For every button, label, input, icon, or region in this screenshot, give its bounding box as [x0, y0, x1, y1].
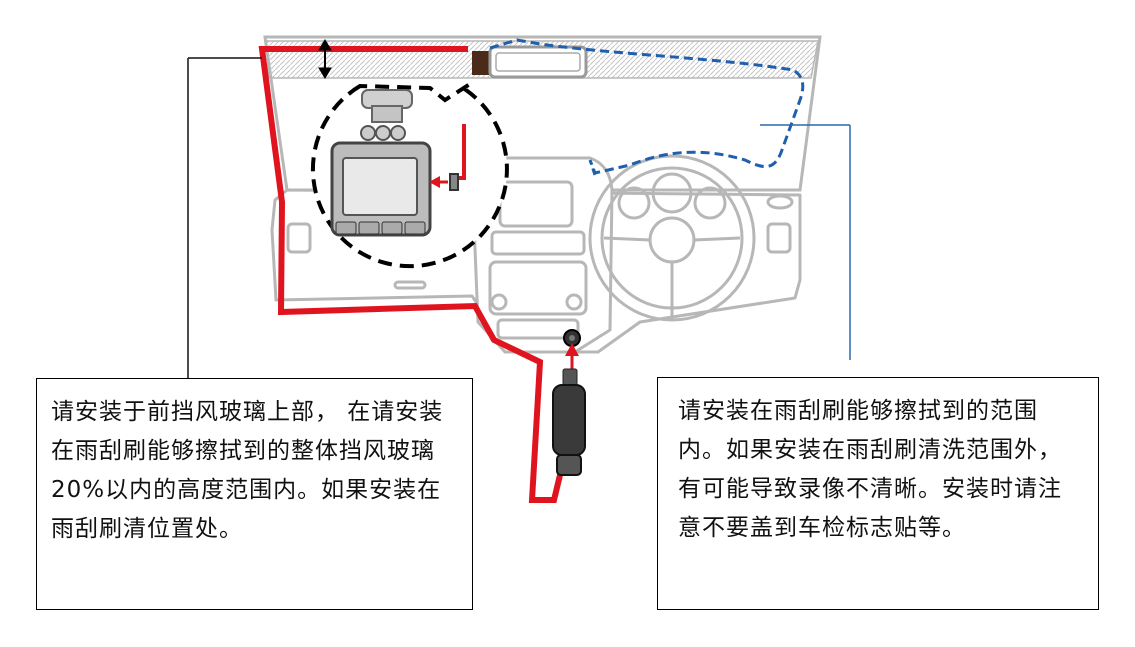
- left-leader-line: [187, 57, 262, 378]
- radio-panel: [488, 260, 588, 316]
- right-callout-box: 请安装在雨刮刷能够擦拭到的范围内。如果安装在雨刮刷清洗范围外，有可能导致录像不清…: [657, 377, 1099, 610]
- plug-connector: [449, 173, 459, 191]
- arrow-head-up: [318, 39, 332, 51]
- knob-right: [565, 293, 583, 311]
- steering-wheel-icon: [588, 154, 756, 322]
- dashcam-joint-1: [360, 125, 376, 141]
- arrow-head-down: [318, 67, 332, 79]
- dashcam-joint-2: [375, 125, 391, 141]
- console-screen: [498, 180, 574, 228]
- dashcam-joint-3: [390, 125, 406, 141]
- dashcam-button-3: [381, 221, 403, 235]
- dashboard: [270, 156, 802, 354]
- plug-tip: [562, 368, 578, 386]
- power-cable-route: [258, 46, 563, 503]
- plug-neck: [556, 454, 582, 476]
- left-callout-box: 请安装于前挡风玻璃上部， 在请安装在雨刮刷能够擦拭到的整体挡风玻璃 20%以内的…: [36, 378, 473, 610]
- console-vents: [490, 230, 586, 256]
- dashcam-mount-stem: [371, 105, 403, 123]
- wheel-rim: [588, 154, 756, 322]
- glovebox-handle: [393, 280, 427, 290]
- mirror-glass: [495, 52, 581, 72]
- gauge-right: [693, 186, 727, 220]
- right-leader-line: [760, 124, 851, 360]
- car-charger-plug-icon: [552, 368, 586, 476]
- right-air-vent: [766, 222, 792, 254]
- rearview-mirror-icon: [472, 45, 588, 79]
- dashcam-screen: [342, 157, 418, 216]
- climate-panel: [496, 318, 580, 340]
- gauge-left: [617, 186, 651, 220]
- gauge-center: [651, 172, 693, 214]
- speaker-right: [766, 194, 794, 210]
- wheel-spokes: [603, 236, 741, 318]
- plug-arrow-head: [565, 343, 579, 356]
- dashcam-button-2: [358, 221, 380, 235]
- socket-inner: [569, 335, 575, 341]
- dashcam-icon: [330, 89, 432, 237]
- dashcam-button-4: [404, 221, 426, 235]
- insert-arrow-head: [429, 176, 440, 188]
- mirror-mount: [472, 51, 492, 75]
- double-headed-arrow-icon: [318, 39, 332, 79]
- dashcam-button-1: [335, 221, 357, 235]
- left-air-vent: [286, 222, 312, 254]
- wiper-coverage-boundary: [489, 38, 805, 176]
- knob-left: [490, 293, 508, 311]
- plug-body: [552, 384, 586, 456]
- dashcam-inset: [310, 82, 509, 269]
